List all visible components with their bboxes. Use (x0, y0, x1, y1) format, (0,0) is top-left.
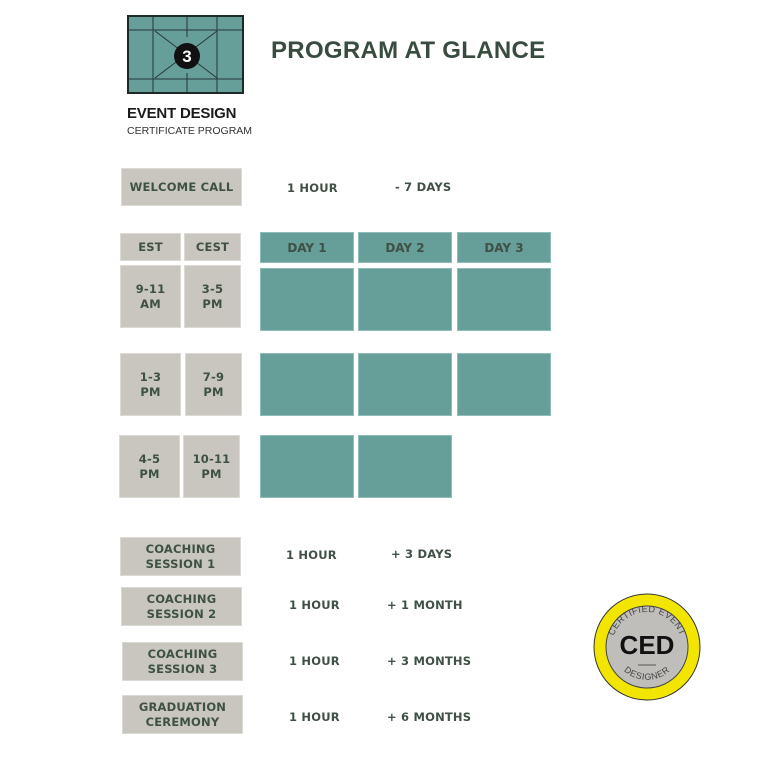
session-duration-3: 1 HOUR (289, 654, 340, 668)
slot-cest-2-period: PM (203, 384, 224, 399)
session-block-slot3-day1 (260, 435, 354, 498)
day-header-3: DAY 3 (457, 232, 551, 263)
welcome-call-duration: 1 HOUR (287, 181, 338, 195)
session-block-slot1-day3 (457, 268, 551, 331)
slot-cest-1: 3-5 PM (184, 265, 241, 328)
timezone-header-est: EST (120, 233, 181, 261)
slot-est-3: 4-5 PM (119, 435, 180, 498)
session-label-graduation: GRADUATION CEREMONY (122, 695, 243, 734)
session-offset-4: + 6 MONTHS (387, 710, 472, 724)
session-offset-1: + 3 DAYS (391, 547, 453, 561)
session-label-line1: GRADUATION (138, 699, 227, 714)
session-duration-2: 1 HOUR (289, 598, 340, 612)
session-block-slot1-day1 (260, 268, 354, 331)
welcome-call-label: WELCOME CALL (121, 168, 242, 206)
session-block-slot2-day2 (358, 353, 452, 416)
session-block-slot2-day3 (457, 353, 551, 416)
slot-cest-3: 10-11 PM (183, 435, 240, 498)
slot-est-1-time: 9-11 (135, 281, 166, 296)
page-title: PROGRAM AT GLANCE (271, 37, 546, 64)
slot-cest-1-period: PM (202, 296, 223, 311)
timezone-header-cest: CEST (184, 233, 241, 261)
session-block-slot2-day1 (260, 353, 354, 416)
session-offset-2: + 1 MONTH (387, 598, 463, 612)
day-header-2: DAY 2 (358, 232, 452, 263)
session-label-line1: COACHING (147, 646, 218, 661)
session-block-slot3-day2 (358, 435, 452, 498)
event-design-logo-icon: 3 (127, 15, 244, 94)
session-label-line1: COACHING (145, 541, 216, 556)
slot-cest-1-time: 3-5 (201, 281, 224, 296)
slot-est-2-time: 1-3 (139, 369, 162, 384)
session-label-line2: SESSION 3 (147, 661, 218, 676)
slot-est-2: 1-3 PM (120, 353, 181, 416)
session-offset-3: + 3 MONTHS (387, 654, 472, 668)
logo-grid-icon: 3 (129, 17, 242, 92)
session-label-line2: SESSION 1 (145, 556, 216, 571)
slot-cest-2-time: 7-9 (202, 369, 225, 384)
logo-subtitle: CERTIFICATE PROGRAM (127, 125, 253, 137)
session-label-line1: COACHING (146, 591, 217, 606)
session-duration-1: 1 HOUR (286, 548, 337, 562)
session-label-coaching-3: COACHING SESSION 3 (122, 642, 243, 681)
slot-est-2-period: PM (140, 384, 161, 399)
session-label-line2: SESSION 2 (146, 606, 217, 621)
slot-est-3-period: PM (139, 466, 160, 481)
svg-text:CED: CED (620, 630, 675, 660)
slot-est-1: 9-11 AM (120, 265, 181, 328)
svg-text:3: 3 (182, 47, 191, 66)
slot-est-1-period: AM (140, 296, 161, 311)
session-label-line2: CEREMONY (145, 714, 220, 729)
session-duration-4: 1 HOUR (289, 710, 340, 724)
welcome-call-offset: - 7 DAYS (395, 180, 452, 194)
logo-name: EVENT DESIGN (127, 105, 237, 122)
slot-est-3-time: 4-5 (138, 451, 161, 466)
slot-cest-3-time: 10-11 (192, 451, 231, 466)
session-label-coaching-1: COACHING SESSION 1 (120, 537, 241, 576)
session-block-slot1-day2 (358, 268, 452, 331)
day-header-1: DAY 1 (260, 232, 354, 263)
slot-cest-3-period: PM (201, 466, 222, 481)
slot-cest-2: 7-9 PM (185, 353, 242, 416)
session-label-coaching-2: COACHING SESSION 2 (121, 587, 242, 626)
ced-badge-icon: CERTIFIED EVENT DESIGNER CED (592, 592, 702, 702)
